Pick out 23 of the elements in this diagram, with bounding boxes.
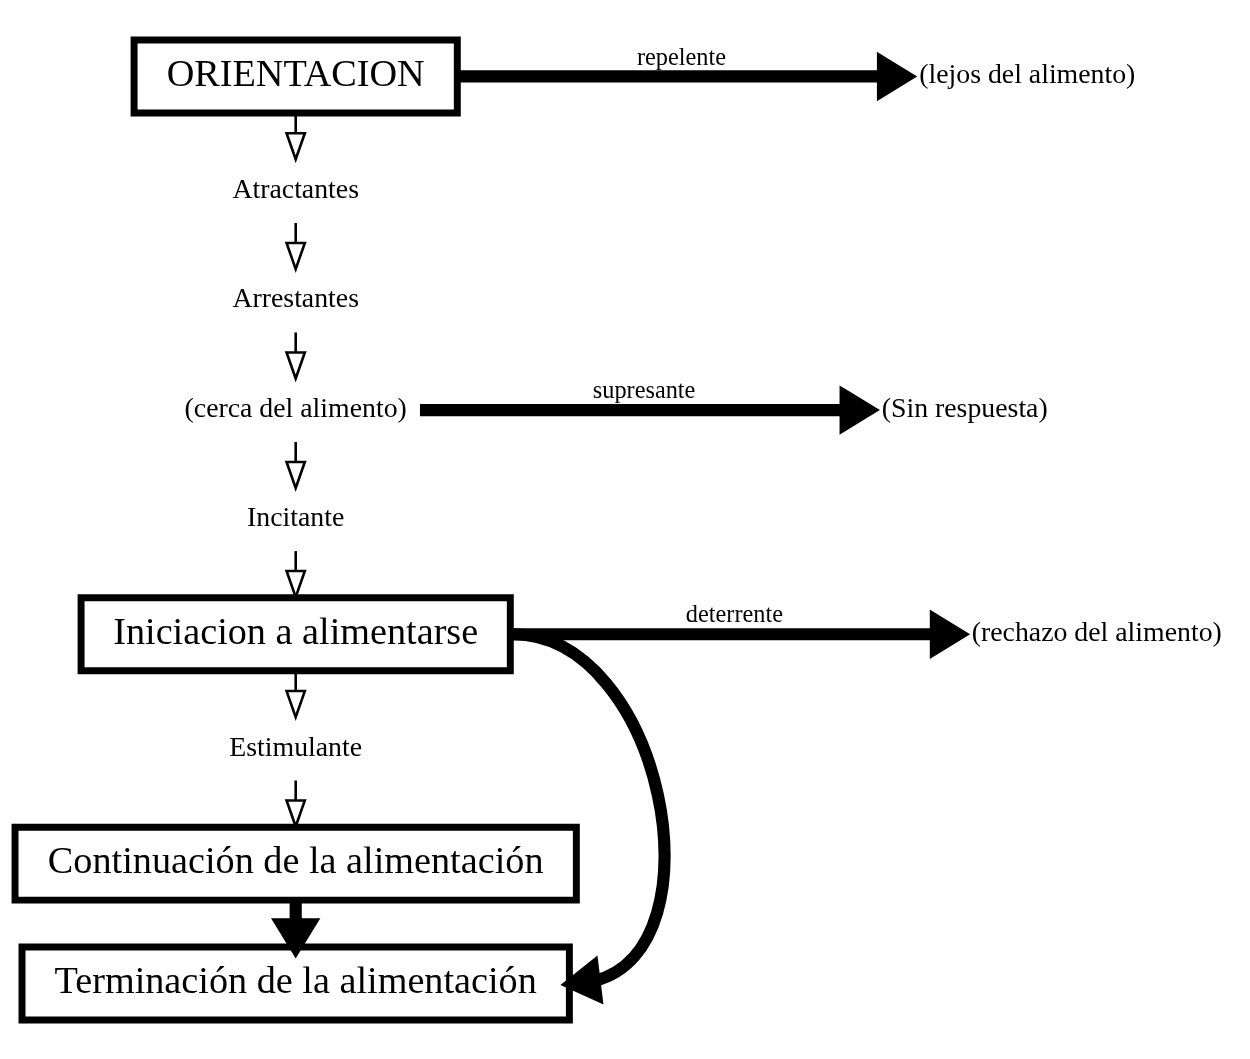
edge-label: repelente bbox=[636, 42, 727, 70]
node-text: Atractantes bbox=[232, 172, 359, 204]
arrow bbox=[284, 441, 307, 492]
node-text: Arrestantes bbox=[232, 281, 359, 313]
arrow bbox=[510, 609, 971, 659]
arrow bbox=[419, 384, 880, 435]
node-box: Terminación de la alimentación bbox=[18, 943, 573, 1024]
node-box: Continuación de la alimentación bbox=[11, 823, 580, 904]
node-text: (cerca del alimento) bbox=[184, 391, 407, 423]
node-text: (Sin respuesta) bbox=[881, 391, 1048, 423]
arrow bbox=[511, 627, 670, 1005]
edge-label: deterrente bbox=[685, 599, 784, 627]
node-text: Incitante bbox=[247, 500, 345, 532]
node-text: (lejos del alimento) bbox=[919, 57, 1136, 89]
node-text: (rechazo del alimento) bbox=[971, 615, 1222, 647]
node-box: ORIENTACION bbox=[130, 35, 461, 116]
arrow bbox=[284, 331, 307, 382]
node-box: Iniciacion a alimentarse bbox=[77, 593, 514, 674]
arrow bbox=[284, 222, 307, 273]
edge-label: supresante bbox=[592, 375, 696, 403]
arrow bbox=[284, 780, 307, 830]
node-text: Estimulante bbox=[229, 730, 363, 762]
arrow bbox=[457, 51, 918, 101]
